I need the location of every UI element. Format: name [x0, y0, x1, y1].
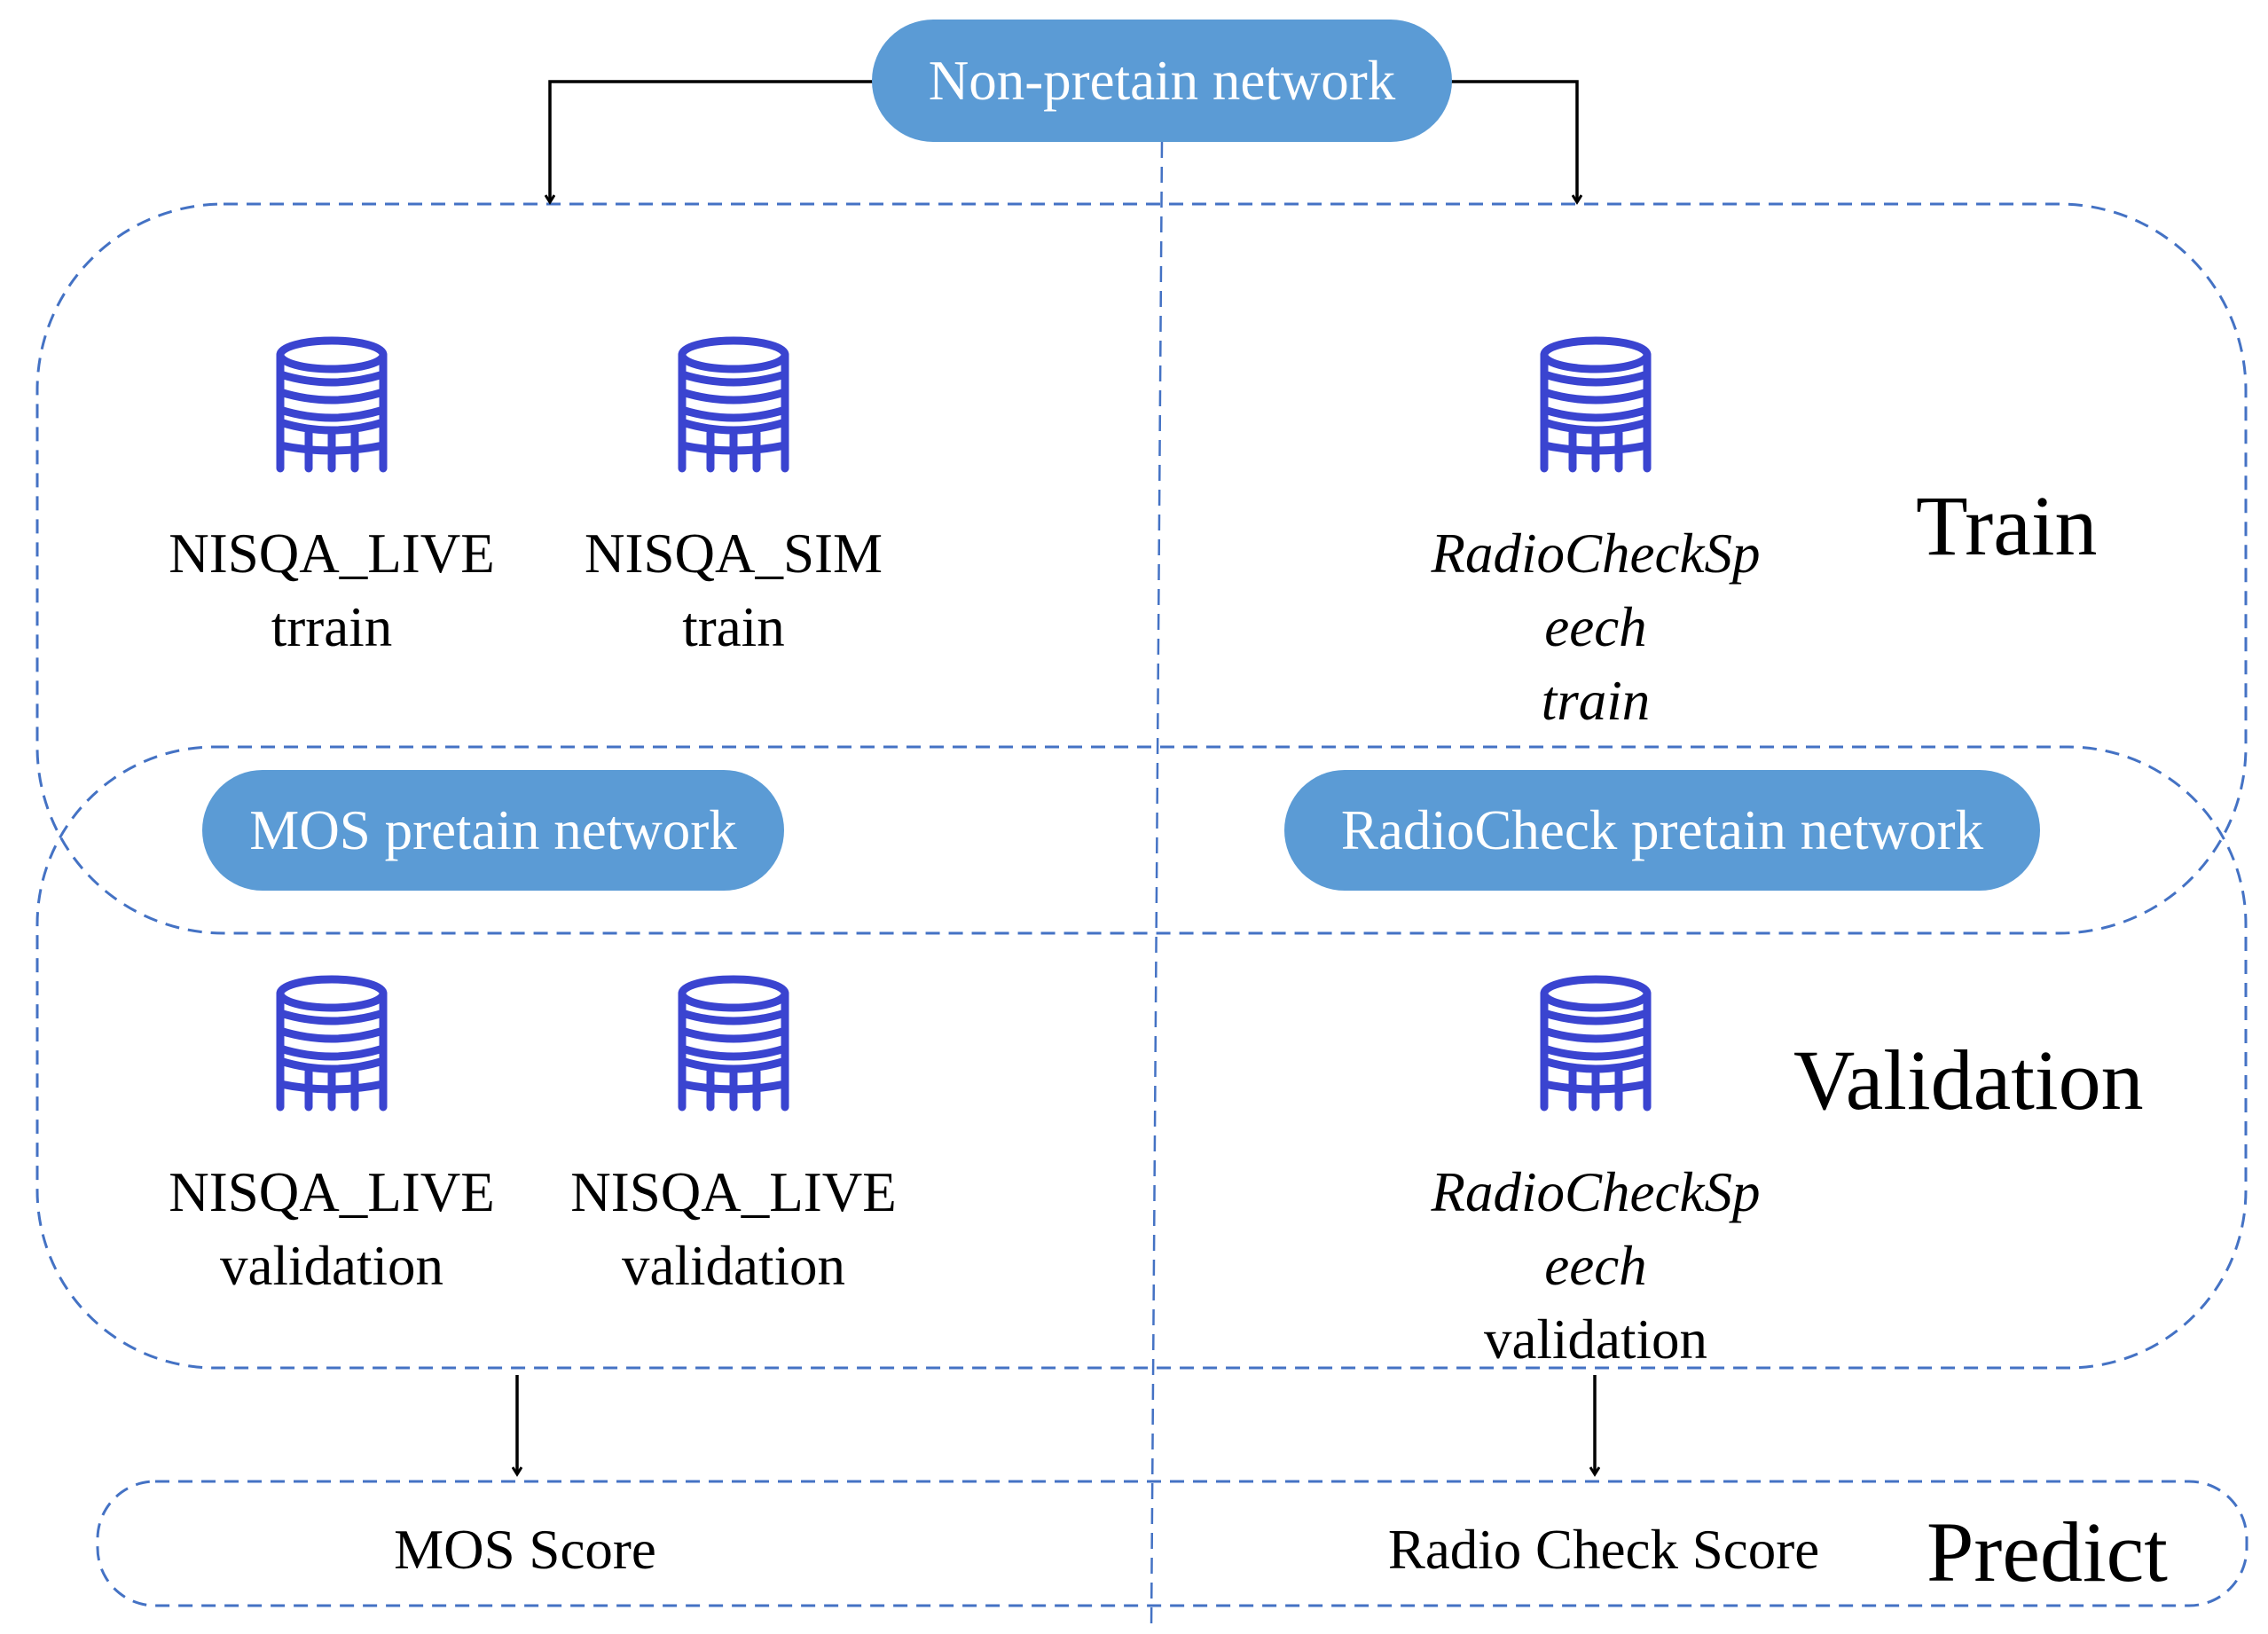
dataset-split: trrain — [271, 596, 392, 658]
non-pretain-network-label: Non-pretain network — [929, 50, 1396, 112]
database-icon — [1544, 979, 1647, 1107]
dataset-nisqa-live-validation-2: NISQA_LIVE validation — [570, 979, 897, 1297]
predict-region — [96, 1480, 2248, 1607]
dataset-nisqa-live-validation-1: NISQA_LIVE validation — [169, 979, 495, 1297]
dataset-name: NISQA_SIM — [585, 522, 883, 585]
database-icon — [682, 341, 785, 468]
dataset-name-line1: RadioCheckSp — [1431, 522, 1761, 585]
database-icon — [280, 979, 383, 1107]
section-predict-title: Predict — [1927, 1504, 2168, 1599]
dataset-name-line2: eech — [1544, 596, 1646, 658]
arrow-to-right-train — [1450, 80, 1577, 202]
section-validation-title: Validation — [1793, 1033, 2144, 1127]
radio-check-score-output: Radio Check Score — [1388, 1519, 1819, 1581]
dataset-name: NISQA_LIVE — [169, 522, 494, 585]
database-icon — [1544, 341, 1647, 468]
dataset-split: validation — [1484, 1308, 1707, 1371]
dataset-split: train — [682, 596, 784, 658]
dataset-nisqa-sim-train: NISQA_SIM train — [585, 341, 883, 658]
dataset-name: NISQA_LIVE — [169, 1161, 494, 1223]
section-train-title: Train — [1916, 478, 2098, 573]
train-region — [35, 202, 2248, 935]
dataset-radiocheckspeech-train: RadioCheckSp eech train — [1431, 341, 1761, 732]
mos-score-output: MOS Score — [394, 1519, 656, 1581]
center-divider — [1150, 141, 1164, 1630]
mos-pretain-network-label: MOS pretain network — [249, 799, 737, 861]
dataset-split: validation — [220, 1235, 443, 1297]
non-pretain-network-node: Non-pretain network — [872, 20, 1452, 142]
dataset-nisqa-live-train: NISQA_LIVE trrain — [169, 341, 495, 658]
mos-pretain-network-node: MOS pretain network — [202, 770, 784, 891]
arrow-to-left-train — [550, 80, 874, 202]
radiocheck-pretain-network-node: RadioCheck pretain network — [1284, 770, 2040, 891]
dataset-name-line1: RadioCheckSp — [1431, 1161, 1761, 1223]
database-icon — [682, 979, 785, 1107]
radiocheck-pretain-network-label: RadioCheck pretain network — [1341, 799, 1984, 861]
validation-region — [35, 745, 2248, 1370]
dataset-name: NISQA_LIVE — [570, 1161, 896, 1223]
dataset-radiocheckspeech-validation: RadioCheckSp eech validation — [1431, 979, 1761, 1371]
dataset-split: validation — [622, 1235, 845, 1297]
dataset-split: train — [1542, 670, 1651, 732]
dataset-name-line2: eech — [1544, 1235, 1646, 1297]
database-icon — [280, 341, 383, 468]
